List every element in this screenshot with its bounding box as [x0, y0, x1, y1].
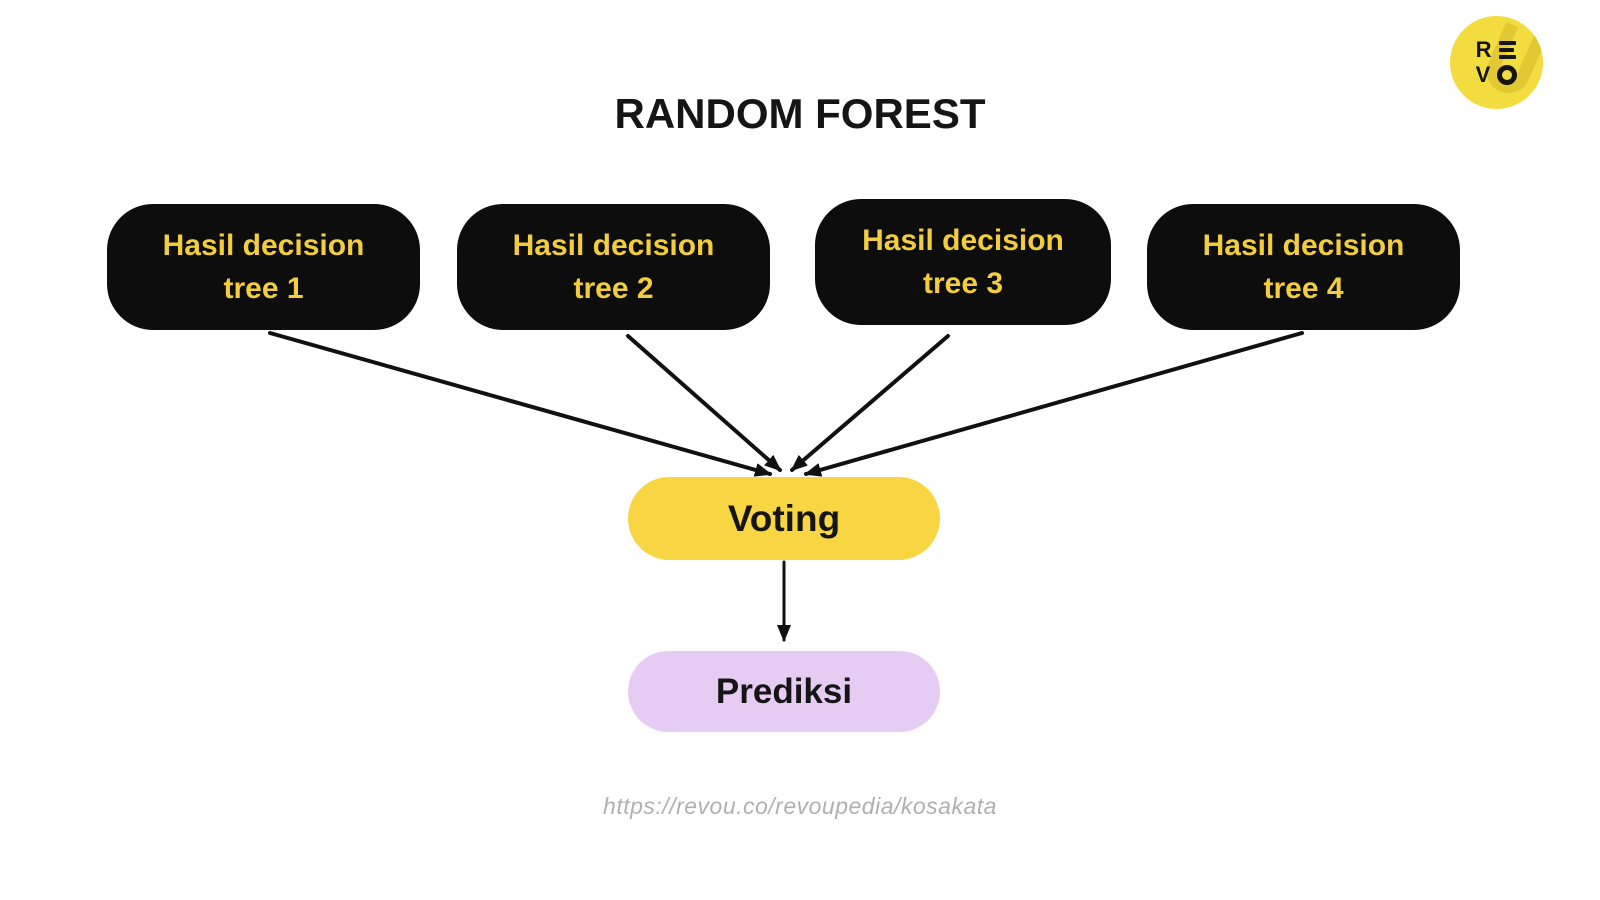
- source-url: https://revou.co/revoupedia/kosakata: [603, 793, 997, 819]
- prediction-label: Prediksi: [715, 671, 853, 711]
- node-label: Hasil decision tree 2: [512, 228, 715, 306]
- node-hasil-decision-tree-1: Hasil decision tree 1: [107, 204, 420, 330]
- node-label: Hasil decision tree 4: [1202, 228, 1405, 306]
- logo-letter-v: V: [1475, 62, 1491, 87]
- logo-row-bottom: V: [1475, 62, 1518, 87]
- node-hasil-decision-tree-4: Hasil decision tree 4: [1147, 204, 1460, 330]
- o-ring-icon: [1497, 65, 1518, 85]
- page-title: RANDOM FOREST: [614, 90, 986, 137]
- arrow-tree3-to-voting: [790, 334, 950, 472]
- voting-label: Voting: [727, 497, 841, 539]
- node-hasil-decision-tree-2: Hasil decision tree 2: [457, 204, 770, 330]
- prediction-node: Prediksi: [628, 651, 940, 732]
- logo-letter-r: R: [1475, 37, 1492, 62]
- logo-row-top: R: [1475, 37, 1518, 62]
- revou-logo: R V: [1450, 16, 1543, 109]
- arrow-tree1-to-voting: [268, 331, 772, 477]
- e-bars-icon: [1498, 41, 1516, 59]
- voting-node: Voting: [628, 477, 940, 560]
- node-label: Hasil decision tree 1: [162, 228, 365, 306]
- arrow-tree4-to-voting: [804, 331, 1304, 477]
- node-label: Hasil decision tree 3: [862, 223, 1064, 301]
- logo-letters: R V: [1475, 37, 1518, 87]
- node-hasil-decision-tree-3: Hasil decision tree 3: [815, 199, 1111, 325]
- arrow-tree2-to-voting: [626, 334, 782, 472]
